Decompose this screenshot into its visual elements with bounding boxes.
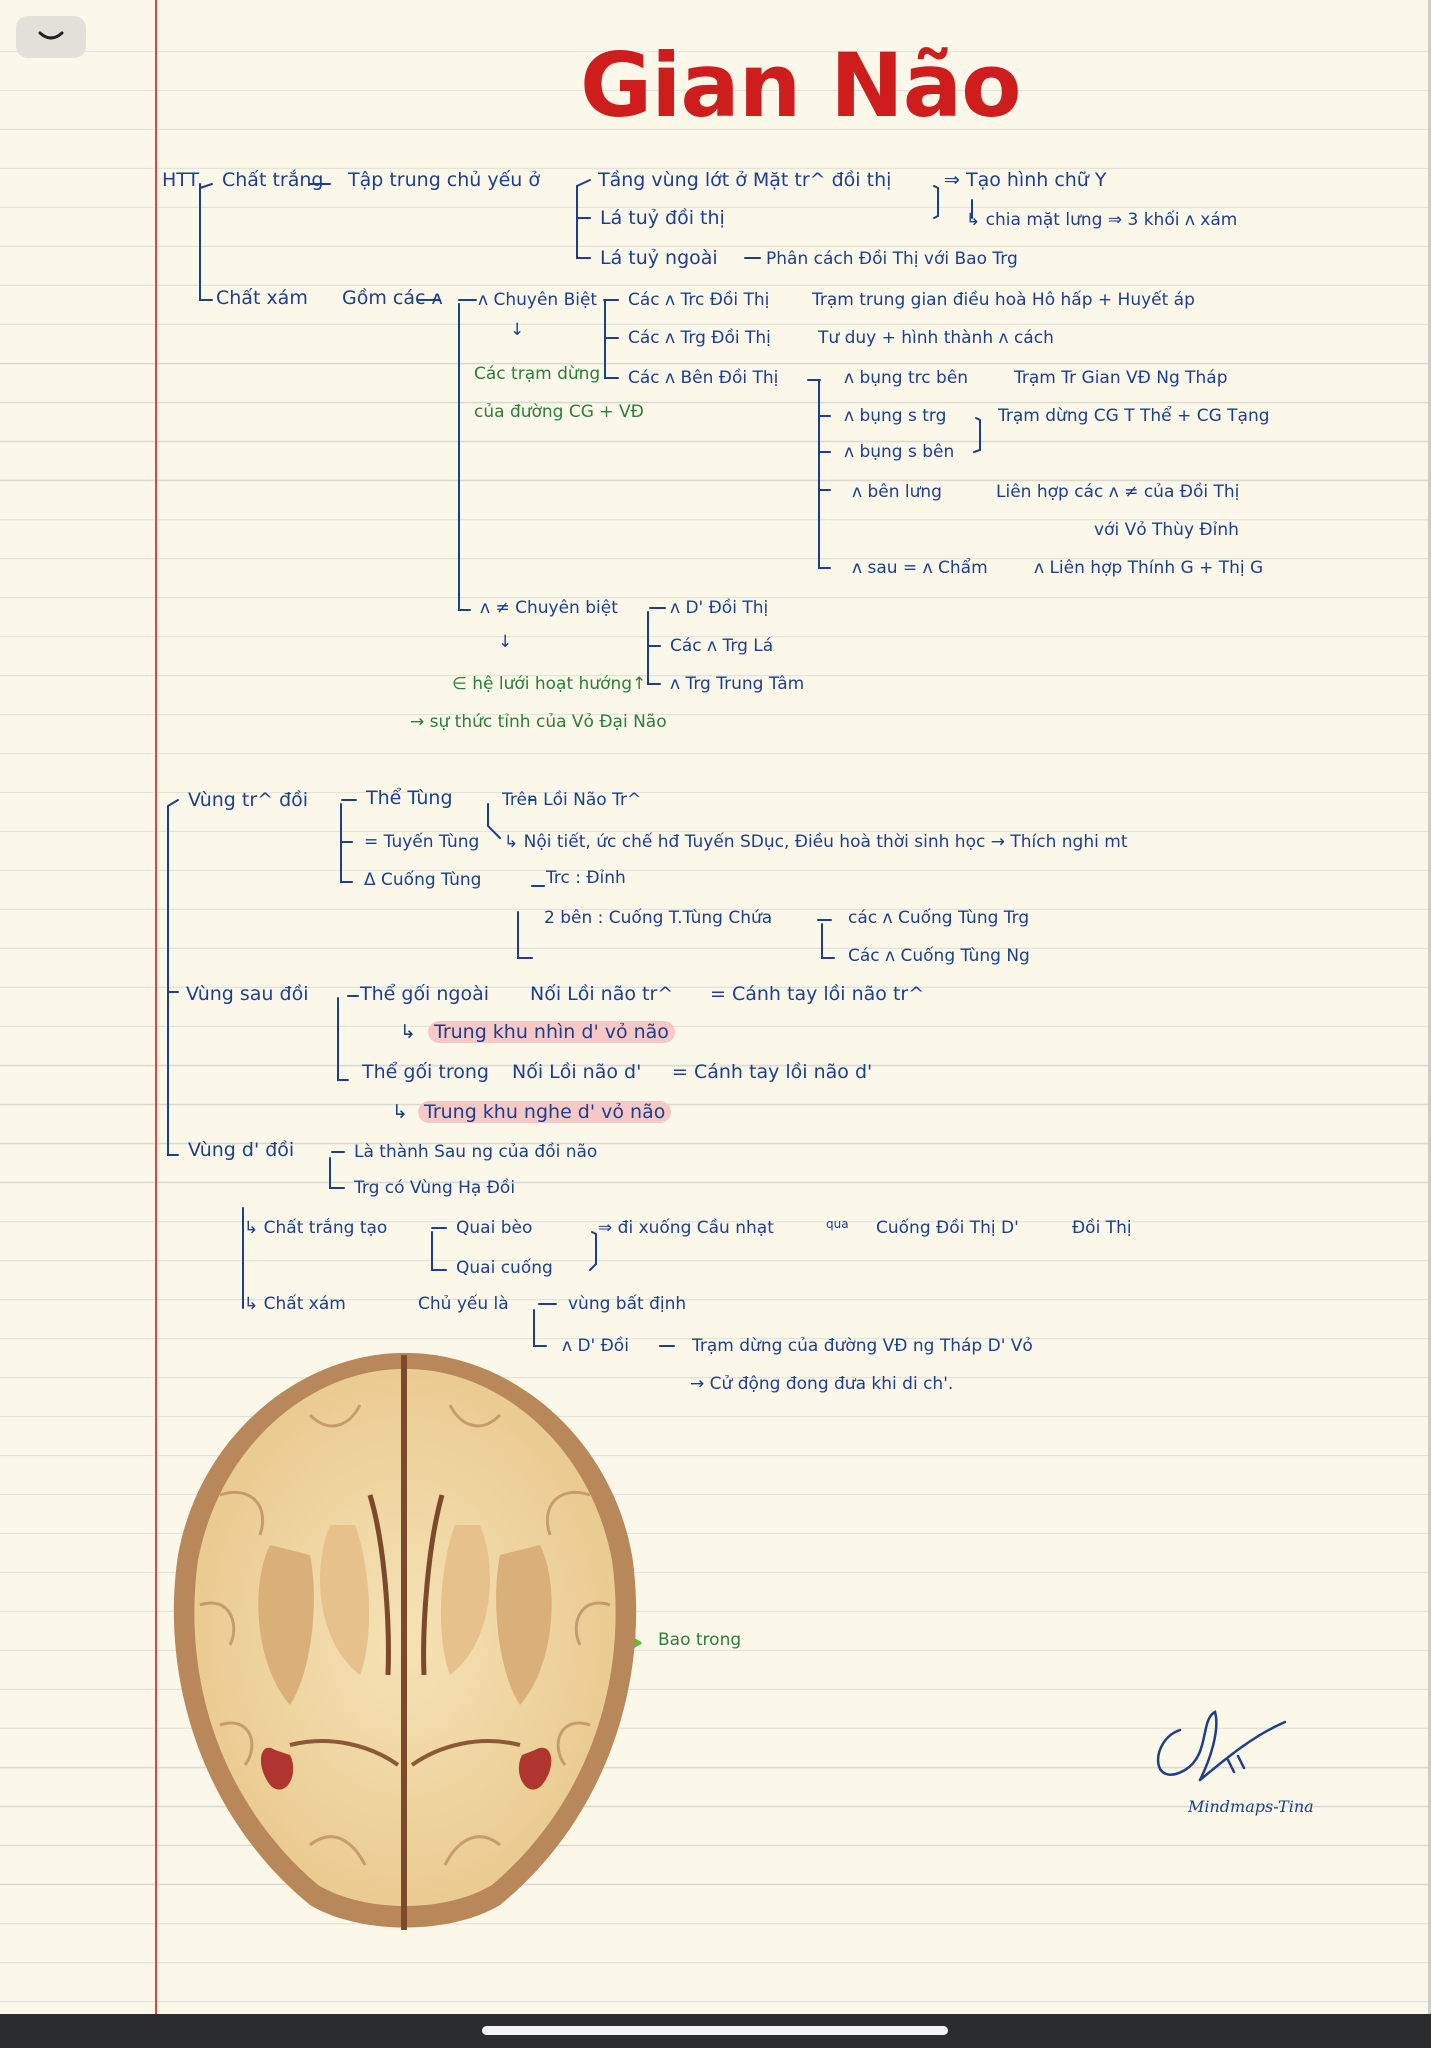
label-bao-trong: Bao trong xyxy=(658,1630,742,1650)
note-he-luoi: ∈ hệ lưới hoạt hướng↑ xyxy=(452,674,647,694)
note-arrow-down-2: ↓ xyxy=(498,632,513,652)
note-trg-trung-tam: ʌ Trg Trung Tâm xyxy=(670,674,805,694)
note-la-thanh-sau: Là thành Sau ng của đồi não xyxy=(354,1142,598,1162)
note-bung-s-ben: ʌ bụng s bên xyxy=(844,442,955,462)
note-the-tung: Thể Tùng xyxy=(366,787,453,809)
margin-line xyxy=(155,0,157,2014)
note-arrow-f5: ↳ xyxy=(400,1021,416,1043)
note-arrow-down-1: ↓ xyxy=(510,320,525,340)
note-ben-lung: ʌ bên lưng xyxy=(852,482,942,502)
highlight-trung-khu-nghe: Trung khu nghe d' vỏ não xyxy=(418,1101,672,1123)
note-qua: qua xyxy=(826,1217,849,1231)
note-trg-co-vung: Trg có Vùng Hạ Đồi xyxy=(354,1178,516,1198)
note-bung-trc-ben: ʌ bụng trc bên xyxy=(844,368,969,388)
note-trc-doi-thi: Các ʌ Trc Đồi Thị xyxy=(628,290,770,310)
note-bung-s-trg: ʌ bụng s trg xyxy=(844,406,947,426)
note-ben-doi-thi: Các ʌ Bên Đồi Thị xyxy=(628,368,779,388)
note-chat-trang: Chất trắng xyxy=(222,169,324,191)
note-di-xuong: ⇒ đi xuống Cầu nhạt xyxy=(598,1218,774,1238)
author-signature xyxy=(1156,1710,1287,1782)
note-hai-ben: 2 bên : Cuống T.Tùng Chứa xyxy=(544,908,773,928)
note-tap-trung: Tập trung chủ yếu ở xyxy=(348,169,541,191)
note-tram-dung: Các trạm dừng xyxy=(474,364,601,384)
note-chuyen-biet: ʌ Chuyên Biệt xyxy=(478,290,598,310)
note-tang-vung-lot: Tầng vùng lớt ở Mặt tr^ đồi thị xyxy=(598,169,892,191)
note-la-tuy-ngoai: Lá tuỷ ngoài xyxy=(600,247,718,269)
note-d-doi-thi: ʌ D' Đồi Thị xyxy=(670,598,769,618)
signature-text: Mindmaps-Tina xyxy=(1188,1797,1314,1816)
note-the-goi-trong: Thể gối trong xyxy=(362,1061,489,1083)
note-lien-hop: Liên hợp các ʌ ≠ của Đồi Thị xyxy=(996,482,1240,502)
note-trg-doi-thi: Các ʌ Trg Đồi Thị xyxy=(628,328,771,348)
chevron-down-icon xyxy=(38,31,64,40)
note-thinh-g: ʌ Liên hợp Thính G + Thị G xyxy=(1034,558,1264,578)
note-quai-beo: Quai bèo xyxy=(456,1218,533,1238)
note-cuong-tung: Δ Cuống Tùng xyxy=(364,870,482,890)
brain-illustration xyxy=(173,1353,637,1930)
note-noi-tiet: ↳ Nội tiết, ức chế hđ Tuyến SDục, Điều h… xyxy=(504,832,1128,852)
note-tu-duy: Tư duy + hình thành ʌ cách xyxy=(818,328,1054,348)
note-cuong-tung-ng: Các ʌ Cuống Tùng Ng xyxy=(848,946,1030,966)
note-arrow-f10: ↳ xyxy=(392,1101,408,1123)
highlight-trung-khu-nhin: Trung khu nhìn d' vỏ não xyxy=(428,1021,675,1043)
page-title: Gian Não xyxy=(580,34,1022,137)
note-khong-chuyen-biet: ʌ ≠ Chuyên biệt xyxy=(480,598,618,618)
note-tram-dung-cg: Trạm dừng CG T Thể + CG Tạng xyxy=(998,406,1270,426)
collapse-button[interactable] xyxy=(16,16,86,58)
note-trc-dinh: Trc : Đỉnh xyxy=(546,868,626,888)
note-cuong-doi-thi: Cuống Đồi Thị D' xyxy=(876,1218,1019,1238)
note-vung-d-doi: Vùng d' đồi xyxy=(188,1139,295,1161)
note-tuyen-tung: = Tuyến Tùng xyxy=(364,832,480,852)
note-tram-trung-gian: Trạm trung gian điều hoà Hô hấp + Huyết … xyxy=(812,290,1195,310)
note-trg-la: Các ʌ Trg Lá xyxy=(670,636,774,656)
home-indicator[interactable] xyxy=(482,2026,948,2035)
note-cu-dong: → Cử động đong đưa khi di ch'. xyxy=(690,1374,954,1394)
note-tram-tr-gian: Trạm Tr Gian VĐ Ng Tháp xyxy=(1014,368,1228,388)
note-quai-cuong: Quai cuống xyxy=(456,1258,553,1278)
note-trung-khu-nghe: Trung khu nghe d' vỏ não xyxy=(418,1100,672,1124)
note-htt: HTT xyxy=(162,169,200,191)
note-trung-khu-nhin: Trung khu nhìn d' vỏ não xyxy=(428,1020,675,1044)
note-chu-yeu-la: Chủ yếu là xyxy=(418,1294,509,1314)
note-vung-sau-doi: Vùng sau đồi xyxy=(186,983,309,1005)
note-chat-xam: Chất xám xyxy=(216,287,308,309)
note-voi-vo-thuy-dinh: với Vỏ Thùy Đỉnh xyxy=(1094,520,1239,540)
note-the-goi-ngoai: Thể gối ngoài xyxy=(360,983,490,1005)
note-chia-mat-lung: ↳ chia mặt lưng ⇒ 3 khối ʌ xám xyxy=(966,210,1238,230)
note-sau-cham: ʌ sau = ʌ Chẩm xyxy=(852,558,988,578)
note-vung-bat-dinh: vùng bất định xyxy=(568,1294,687,1314)
note-tren-loi-nao: Trên Lồi Não Tr^ xyxy=(502,790,642,810)
note-cuong-tung-trg: các ʌ Cuống Tùng Trg xyxy=(848,908,1030,928)
note-noi-loi-nao-d: Nối Lồi não d' xyxy=(512,1061,642,1083)
note-vung-tren-doi: Vùng tr^ đồi xyxy=(188,789,309,811)
note-tao-hinh-chu-y: ⇒ Tạo hình chữ Y xyxy=(944,169,1107,191)
note-su-thuc-tinh: → sự thức tỉnh của Vỏ Đại Não xyxy=(410,712,667,732)
note-chat-trang-tao: ↳ Chất trắng tạo xyxy=(244,1218,388,1238)
note-chat-xam-d: ↳ Chất xám xyxy=(244,1294,346,1314)
note-canh-tay-tr: = Cánh tay lồi não tr^ xyxy=(710,983,925,1005)
note-canh-tay-d: = Cánh tay lồi não d' xyxy=(672,1061,873,1083)
note-tram-dung-vd: Trạm dừng của đường VĐ ng Tháp D' Vỏ xyxy=(692,1336,1033,1356)
note-gom-cac: Gồm các ʌ xyxy=(342,287,443,309)
note-la-tuy-doi-thi: Lá tuỷ đồi thị xyxy=(600,207,725,229)
note-noi-loi-nao-tr: Nối Lồi não tr^ xyxy=(530,983,674,1005)
note-phan-cach: Phân cách Đồi Thị với Bao Trg xyxy=(766,249,1018,269)
note-duong-cg-vd: của đường CG + VĐ xyxy=(474,402,644,422)
note-doi-thi: Đồi Thị xyxy=(1072,1218,1132,1238)
note-d-doi: ʌ D' Đồi xyxy=(562,1336,629,1356)
